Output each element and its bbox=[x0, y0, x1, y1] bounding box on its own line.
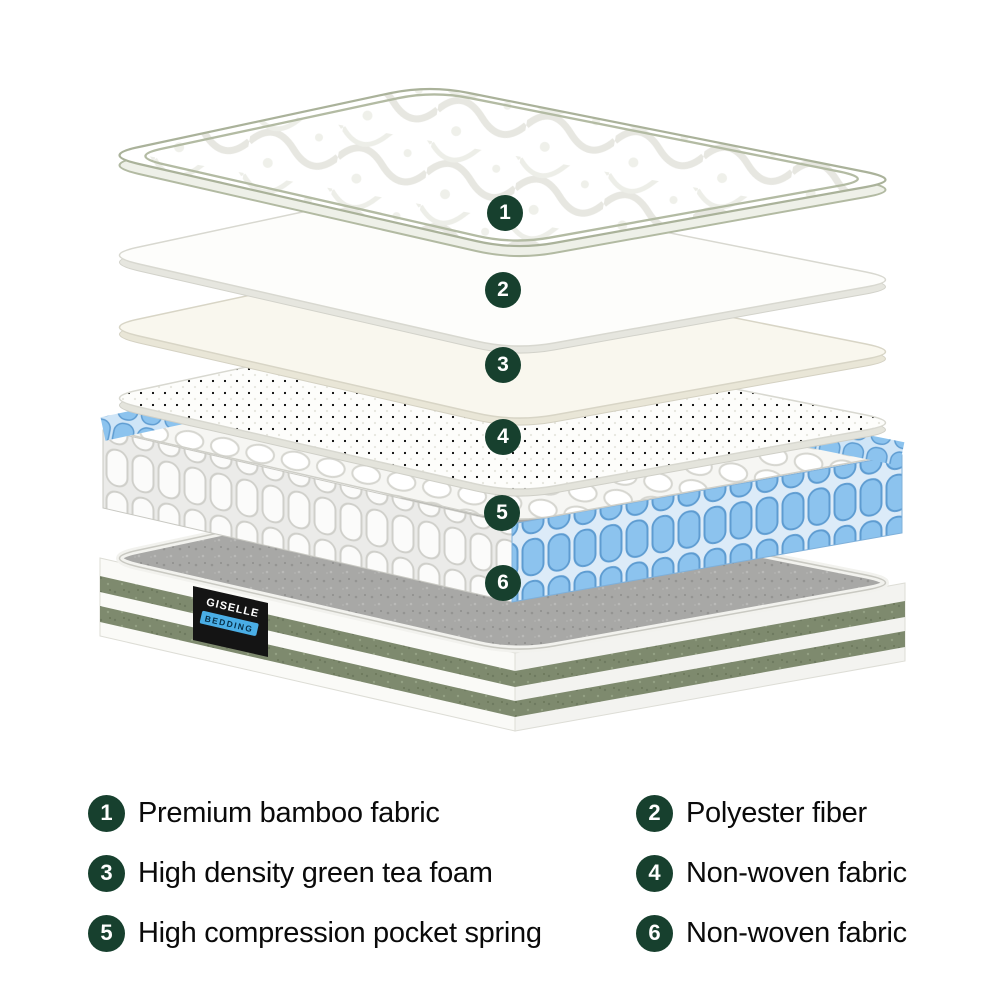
legend: 1 Premium bamboo fabric 2 Polyester fibe… bbox=[88, 793, 960, 953]
diagram-badge-4: 4 bbox=[485, 419, 521, 455]
mattress-exploded-diagram: GISELLE BEDDING bbox=[99, 87, 906, 732]
quilt-piping bbox=[144, 93, 859, 242]
legend-label: High density green tea foam bbox=[138, 856, 493, 889]
legend-item-1: 1 Premium bamboo fabric bbox=[88, 793, 636, 833]
legend-badge: 3 bbox=[88, 854, 125, 892]
legend-label: Polyester fiber bbox=[686, 796, 867, 829]
legend-badge: 2 bbox=[636, 794, 673, 832]
legend-badge: 1 bbox=[88, 794, 125, 832]
legend-item-4: 4 Non-woven fabric bbox=[636, 853, 960, 893]
legend-badge: 6 bbox=[636, 914, 673, 952]
legend-label: Non-woven fabric bbox=[686, 916, 907, 949]
legend-badge: 4 bbox=[636, 854, 673, 892]
legend-label: Premium bamboo fabric bbox=[138, 796, 440, 829]
diagram-badge-3: 3 bbox=[485, 347, 521, 383]
base-green-band bbox=[515, 601, 905, 687]
base-green-band bbox=[515, 631, 905, 717]
legend-item-2: 2 Polyester fiber bbox=[636, 793, 960, 833]
legend-item-6: 6 Non-woven fabric bbox=[636, 913, 960, 953]
brand-label: GISELLE BEDDING bbox=[193, 586, 268, 657]
legend-item-3: 3 High density green tea foam bbox=[88, 853, 636, 893]
diagram-badge-5: 5 bbox=[484, 495, 520, 531]
legend-badge: 5 bbox=[88, 914, 125, 952]
legend-label: High compression pocket spring bbox=[138, 916, 542, 949]
legend-item-5: 5 High compression pocket spring bbox=[88, 913, 636, 953]
diagram-badge-2: 2 bbox=[485, 272, 521, 308]
legend-label: Non-woven fabric bbox=[686, 856, 907, 889]
diagram-badge-1: 1 bbox=[487, 195, 523, 231]
layer-1-quilt-top bbox=[118, 87, 887, 258]
diagram-badge-6: 6 bbox=[485, 565, 521, 601]
